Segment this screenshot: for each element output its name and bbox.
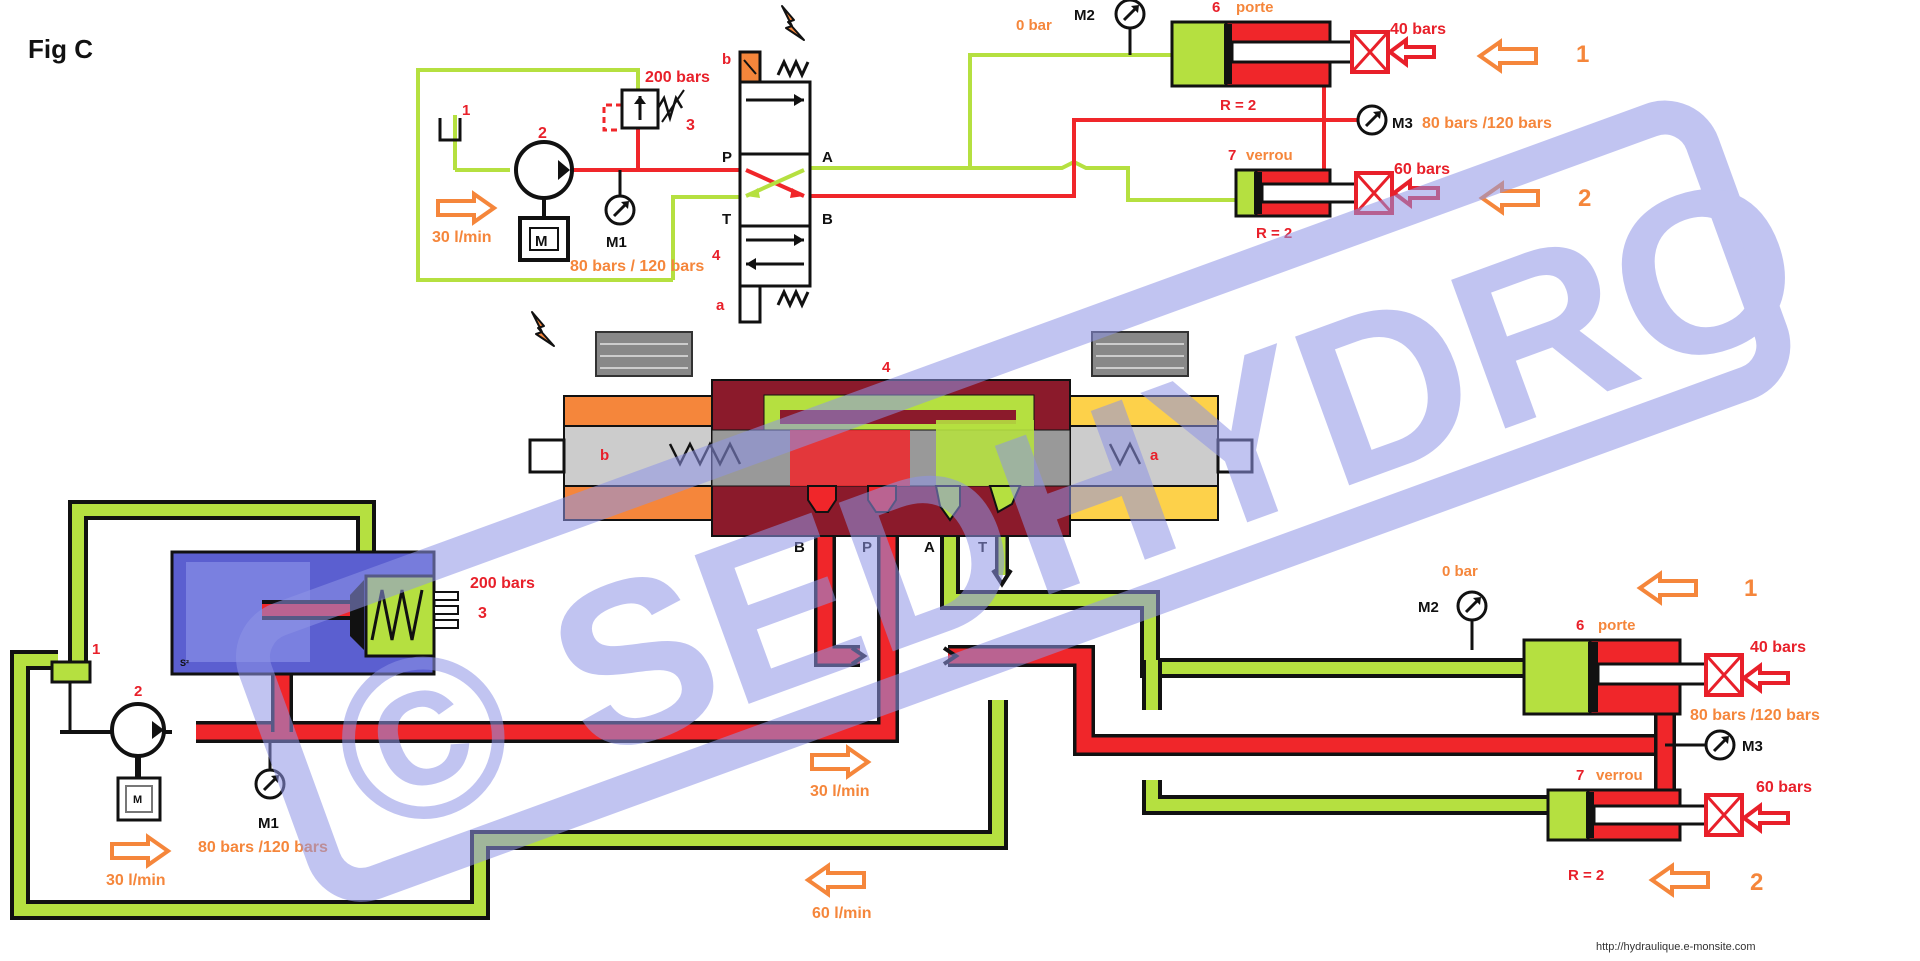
svg-text:60 bars: 60 bars [1394,161,1450,178]
svg-text:40 bars: 40 bars [1390,21,1446,38]
gauge-icon [1356,104,1388,136]
arrow-left-icon [1638,572,1698,604]
svg-text:1: 1 [1576,41,1589,68]
svg-text:P: P [862,539,872,556]
svg-text:3: 3 [686,117,695,134]
svg-text:40 bars: 40 bars [1750,639,1806,656]
arrow-left-icon [1650,864,1710,896]
svg-text:a: a [716,297,725,314]
svg-text:verrou: verrou [1246,147,1293,164]
pump-icon [514,140,574,218]
gauge-icon [1704,729,1736,761]
svg-text:P: P [722,149,732,166]
arrow-left-icon [1478,40,1538,72]
svg-text:80 bars /120 bars: 80 bars /120 bars [198,839,328,856]
bottom-return-line [72,504,372,665]
cylinder-icon [1170,20,1354,88]
arrow-left-icon [1742,664,1790,692]
svg-text:3: 3 [478,605,487,622]
cylinder-icon [1546,788,1708,842]
svg-text:60 l/min: 60 l/min [812,905,872,922]
pump-icon [110,702,166,778]
svg-text:80 bars / 120 bars: 80 bars / 120 bars [570,258,704,275]
svg-text:0 bar: 0 bar [1442,563,1478,580]
directional-valve [738,50,812,324]
svg-text:4: 4 [882,359,891,376]
svg-text:B: B [794,539,805,556]
cylinder-icon [1522,638,1708,716]
bottom-pressure-line [196,530,896,740]
gauge-icon [1114,0,1146,30]
svg-text:7: 7 [1228,147,1236,164]
motor-icon: M [518,216,570,262]
svg-text:M: M [535,233,548,250]
svg-text:M: M [133,794,142,806]
svg-text:verrou: verrou [1596,767,1643,784]
svg-text:1: 1 [1744,575,1757,602]
svg-text:2: 2 [1578,185,1591,212]
svg-text:1: 1 [462,102,470,119]
svg-text:30 l/min: 30 l/min [432,229,492,246]
svg-text:1: 1 [92,641,100,658]
arrow-right-icon [436,192,496,224]
svg-text:porte: porte [1598,617,1636,634]
svg-text:2: 2 [1750,869,1763,896]
svg-text:R = 2: R = 2 [1568,867,1604,884]
lightning-icon [781,5,805,41]
load-icon [1704,793,1744,837]
gauge-icon [604,194,636,226]
relief-valve [620,88,685,130]
svg-text:T: T [978,539,987,556]
svg-text:S²: S² [180,658,189,668]
load-icon [1350,30,1390,74]
svg-text:4: 4 [712,247,721,264]
reservoir-icon [438,118,462,142]
cylinder-icon [1234,168,1358,218]
motor-icon: M [116,776,162,822]
svg-text:30 l/min: 30 l/min [106,872,166,889]
top-schematic: 1 2 M 30 l/min M1 80 bars / 120 bars 200 [416,0,1591,324]
svg-text:R = 2: R = 2 [1220,97,1256,114]
svg-text:6: 6 [1212,0,1220,16]
svg-text:M2: M2 [1418,599,1439,616]
svg-text:M3: M3 [1392,115,1413,132]
svg-text:80 bars /120 bars: 80 bars /120 bars [1690,707,1820,724]
footer-url: http://hydraulique.e-monsite.com [1596,941,1756,953]
svg-text:T: T [722,211,731,228]
svg-text:A: A [924,539,935,556]
svg-text:2: 2 [538,125,547,142]
svg-text:b: b [600,447,609,464]
arrow-left-icon [806,864,866,896]
load-icon [1704,653,1744,697]
svg-text:6: 6 [1576,617,1584,634]
svg-text:B: B [822,211,833,228]
arrow-left-icon [1742,804,1790,832]
svg-text:0 bar: 0 bar [1016,17,1052,34]
svg-text:200 bars: 200 bars [645,69,710,86]
svg-text:M2: M2 [1074,7,1095,24]
svg-text:80 bars /120 bars: 80 bars /120 bars [1422,115,1552,132]
svg-text:b: b [722,51,731,68]
svg-text:A: A [822,149,833,166]
watermark: © SEDHYDRO [235,100,1832,902]
svg-text:30 l/min: 30 l/min [810,783,870,800]
svg-text:200 bars: 200 bars [470,575,535,592]
arrow-left-icon [1388,38,1436,66]
svg-text:a: a [1150,447,1159,464]
svg-text:porte: porte [1236,0,1274,16]
reservoir-icon [50,660,112,734]
spring-icon [776,58,810,79]
arrow-right-icon [110,835,170,867]
svg-text:60 bars: 60 bars [1756,779,1812,796]
figure-title: Fig C [28,34,93,64]
lightning-icon [531,311,555,347]
svg-text:M1: M1 [606,234,627,251]
svg-text:M1: M1 [258,815,279,832]
arrow-right-icon [810,746,870,778]
svg-text:M3: M3 [1742,738,1763,755]
svg-text:7: 7 [1576,767,1584,784]
svg-text:2: 2 [134,683,142,700]
gauge-icon [1456,590,1488,622]
